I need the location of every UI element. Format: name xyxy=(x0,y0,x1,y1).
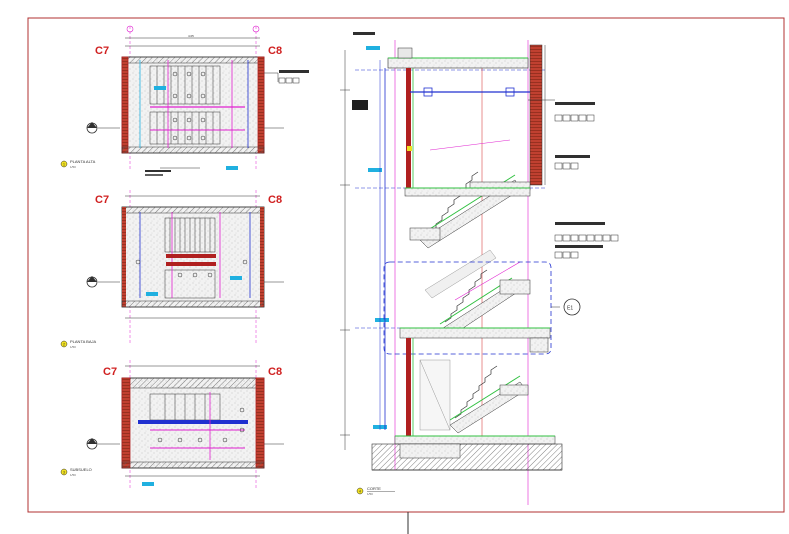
section-number: 4 xyxy=(359,490,361,494)
plan-top-scale: 1/50 xyxy=(70,165,76,169)
title-dot-icon xyxy=(356,487,364,495)
svg-text:4.05: 4.05 xyxy=(188,34,194,38)
plan-middle-scale: 1/50 xyxy=(70,345,76,349)
section-detail-bubble: E1 xyxy=(567,306,573,312)
plan-bottom-title: SUBSUELO xyxy=(70,467,92,472)
detail-bubble-icon: E1 xyxy=(563,298,581,316)
title-dot-icon xyxy=(60,468,68,476)
plan-middle-axis-left: C7 xyxy=(95,194,109,206)
plan-middle-title: PLANTA BAJA xyxy=(70,339,96,344)
plan-top-axis-left: C7 xyxy=(95,45,109,57)
title-dot-icon xyxy=(60,340,68,348)
plan-middle-number: 2 xyxy=(63,343,65,347)
section-scale: 1/50 xyxy=(367,492,373,496)
section-view: E1 4 CORTE 1/50 xyxy=(340,32,619,505)
plan-bottom-number: 3 xyxy=(63,471,65,475)
section-marker-icon xyxy=(86,438,98,450)
plan-bottom-axis-right: C8 xyxy=(268,366,282,378)
plan-top-axis-right: C8 xyxy=(268,45,282,57)
plan-middle: C7 C8 xyxy=(60,190,284,349)
plan-bottom-axis-left: C7 xyxy=(103,366,117,378)
sheet-frame xyxy=(27,17,785,513)
title-dot-icon xyxy=(60,160,68,168)
plan-bottom-scale: 1/50 xyxy=(70,473,76,477)
plan-middle-axis-right: C8 xyxy=(268,194,282,206)
section-marker-icon xyxy=(86,122,98,134)
plan-top-title: PLANTA ALTA xyxy=(70,159,96,164)
section-marker-icon xyxy=(86,276,98,288)
plan-bottom: C7 C8 3 SUBSUELO xyxy=(60,360,284,490)
plan-top: 4.05 C7 C8 xyxy=(60,25,309,176)
plan-top-number: 1 xyxy=(63,163,65,167)
section-title: CORTE xyxy=(367,486,381,491)
